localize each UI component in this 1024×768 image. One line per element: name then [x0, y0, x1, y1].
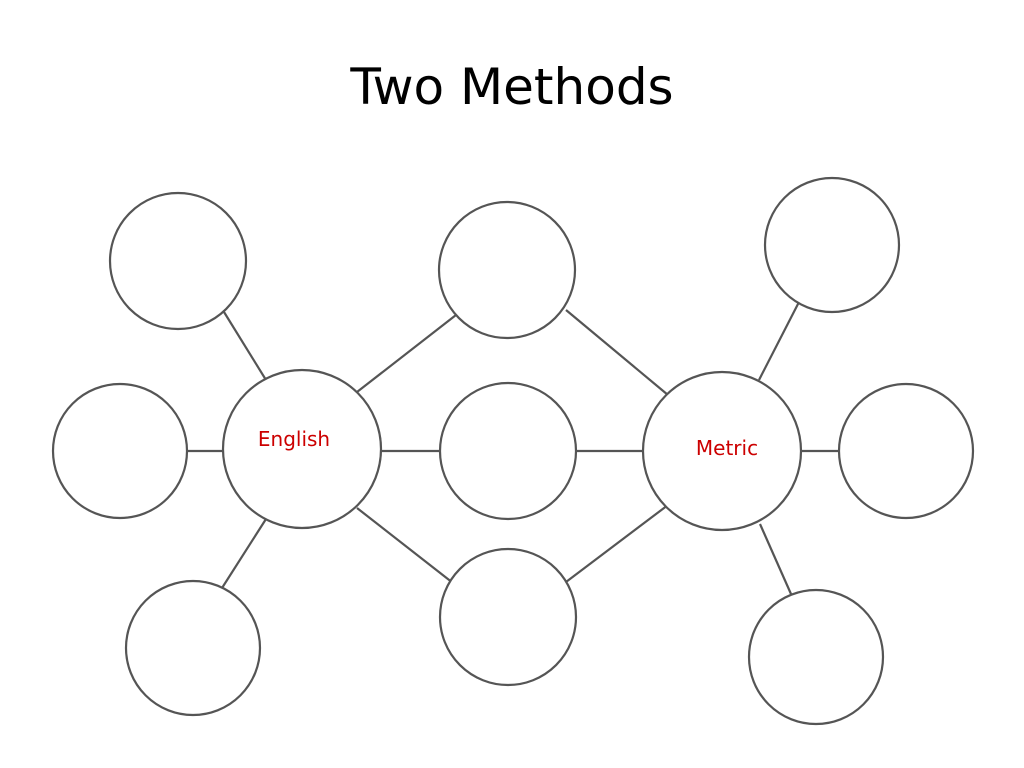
slide-title: Two Methods [350, 58, 674, 116]
link-english-bottom-left [221, 518, 267, 589]
node-center [438, 381, 578, 521]
node-label-english: English [258, 427, 330, 451]
node-left [51, 382, 189, 520]
link-bottom-center-metric [565, 504, 669, 583]
link-metric-bottom-right [758, 523, 793, 595]
node-label-metric: Metric [696, 436, 758, 460]
node-bottom-right [747, 588, 885, 726]
link-english-top-left [223, 311, 267, 381]
node-bottom-center [438, 547, 578, 687]
node-top-center [437, 200, 577, 340]
node-bottom-left [124, 579, 262, 717]
node-right [837, 382, 975, 520]
nodes [51, 176, 975, 726]
connector-lines [186, 301, 840, 595]
link-english-bottom-center [356, 507, 454, 584]
link-top-center-metric [565, 309, 669, 396]
link-metric-top-right [758, 301, 800, 381]
node-top-right [763, 176, 901, 314]
node-english [221, 368, 383, 530]
node-metric [641, 370, 803, 532]
node-top-left [108, 191, 248, 331]
link-english-top-center [356, 314, 457, 393]
